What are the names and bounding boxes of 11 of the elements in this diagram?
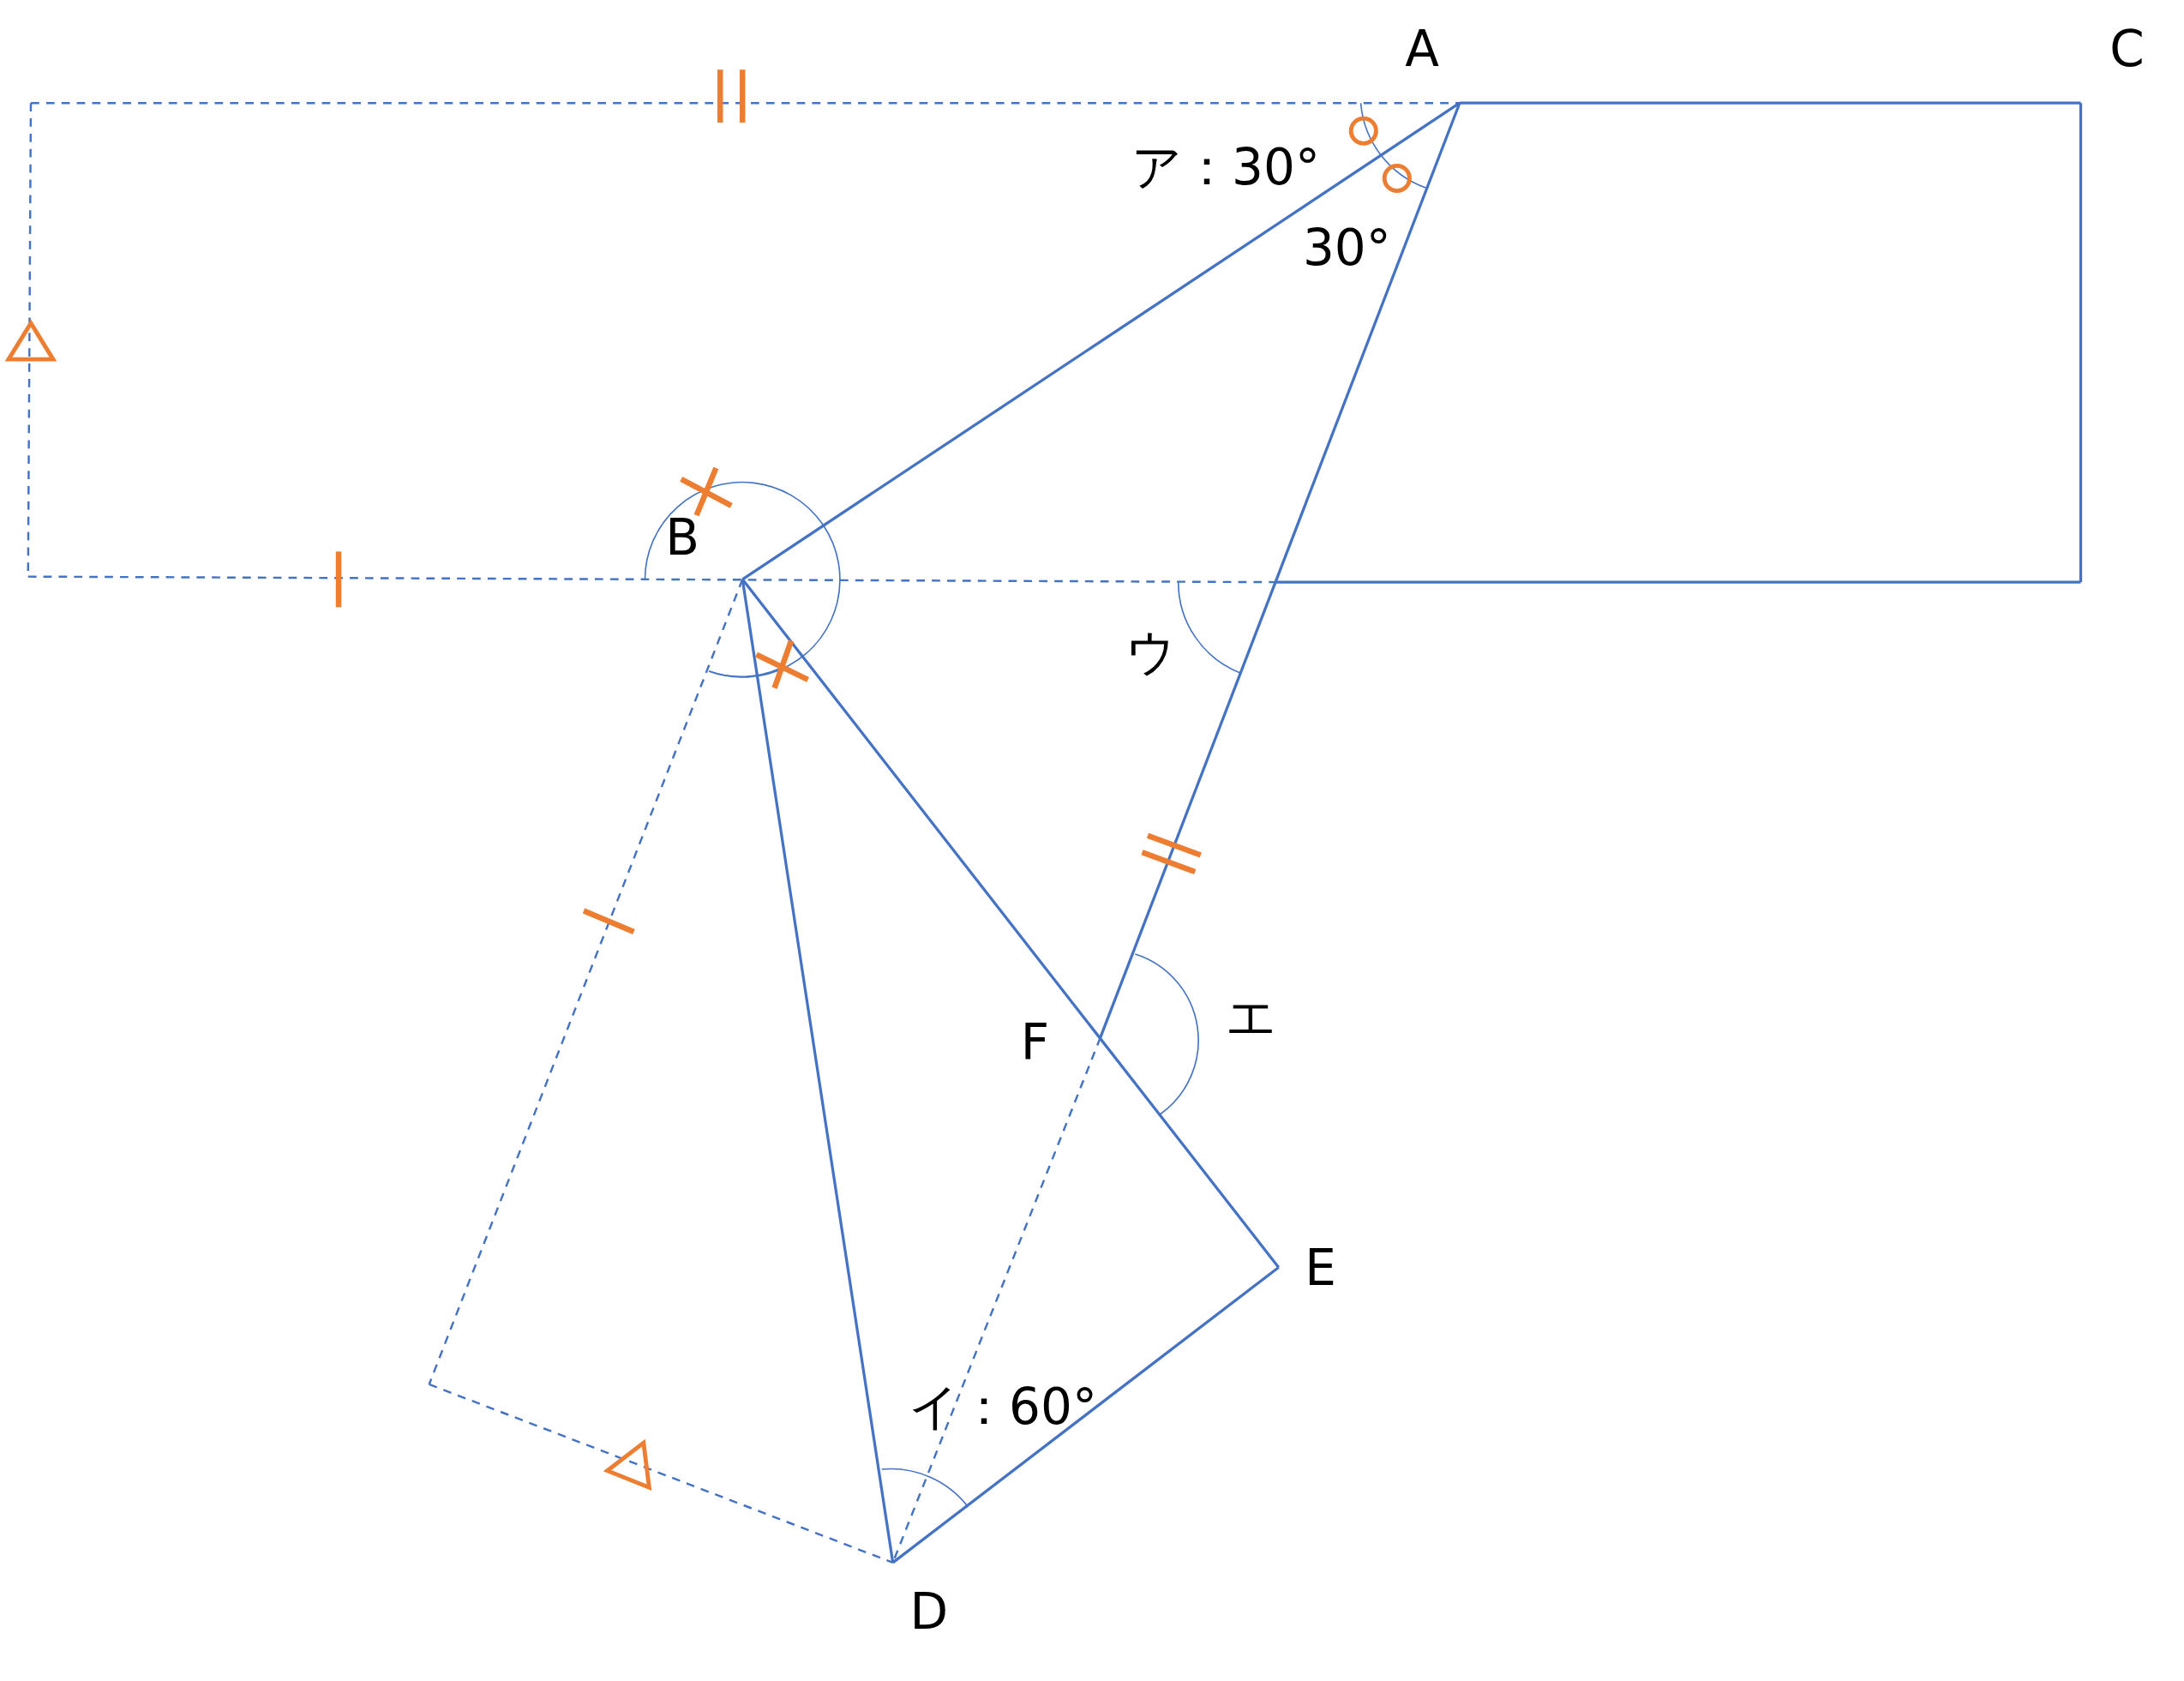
point-label: B [665,513,700,563]
point-label: A [1405,23,1439,74]
point-label: F [1020,1017,1050,1067]
angle-label: エ [1225,992,1276,1042]
point-label: C [2109,23,2145,74]
angle-label: ウ [1125,627,1176,677]
point-label: E [1305,1242,1336,1293]
point-label: D [909,1587,949,1637]
angle-label: ア：30° [1131,142,1320,192]
angle-label: 30° [1302,223,1391,273]
angle-label: イ：60° [909,1382,1097,1432]
